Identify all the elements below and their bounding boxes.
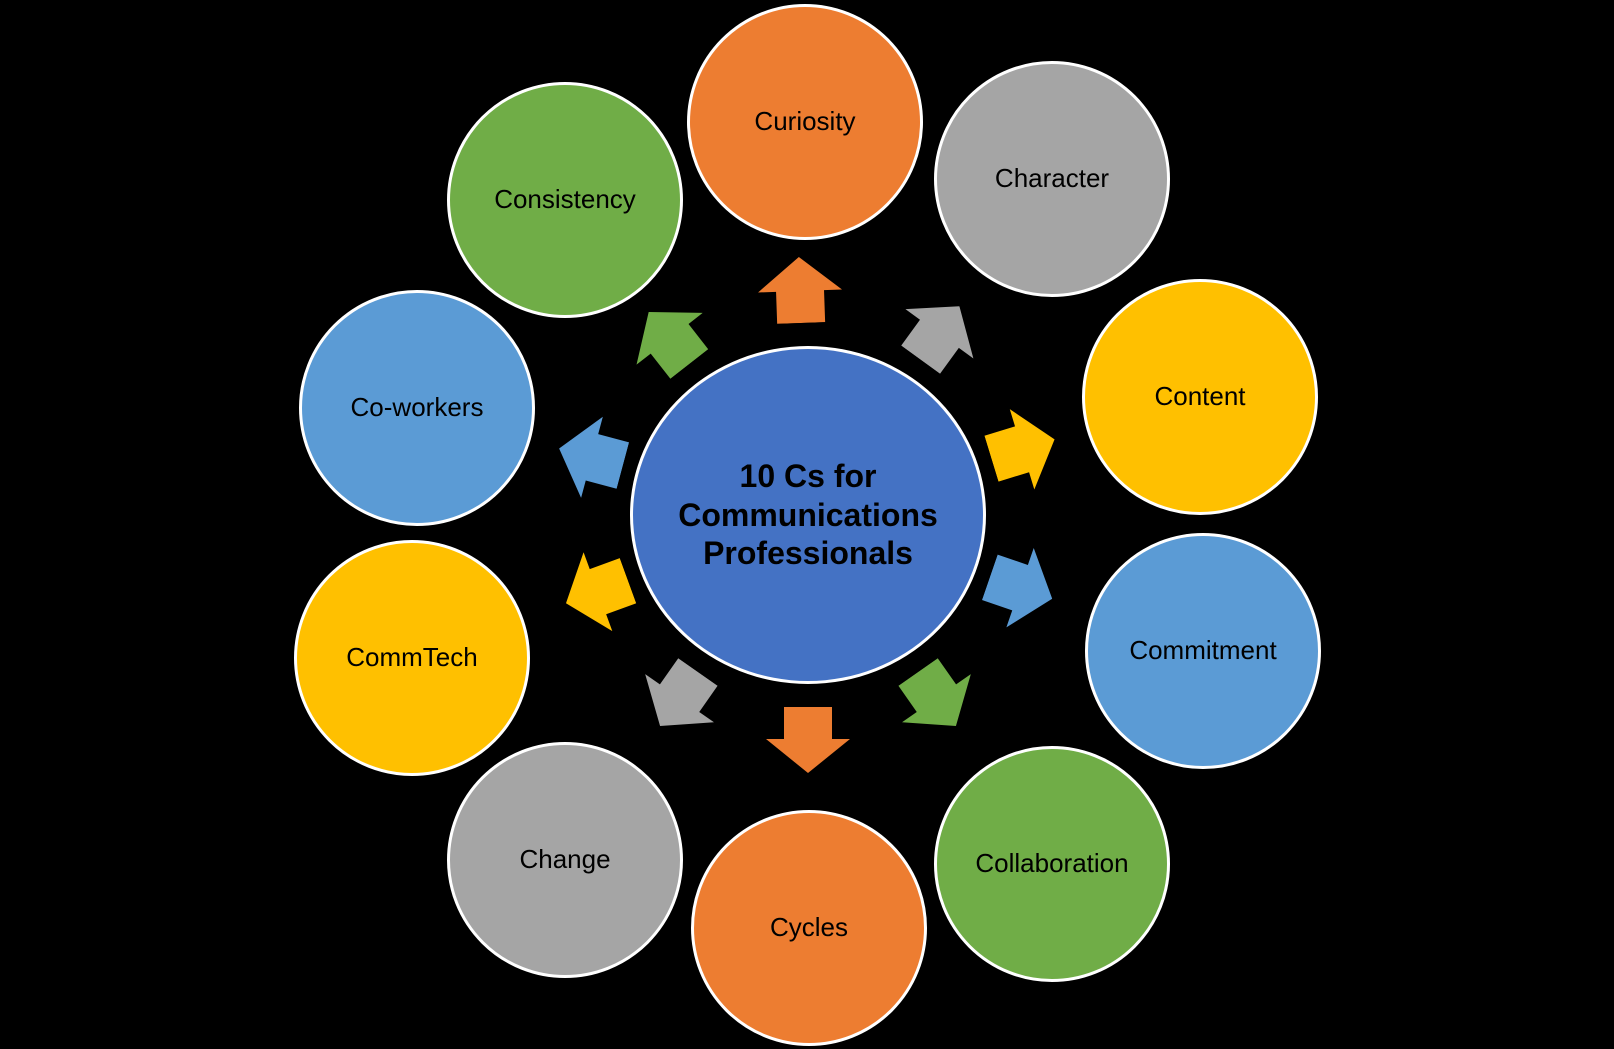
item-label: CommTech — [346, 642, 478, 673]
item-label: Content — [1154, 381, 1246, 412]
item-label: Cycles — [769, 912, 848, 943]
item-label: Character — [994, 163, 1110, 194]
item-label: Curiosity — [754, 106, 856, 137]
arrow-character-icon — [901, 306, 974, 374]
arrow-curiosity-icon — [758, 257, 843, 324]
item-circle-consistency: Consistency — [447, 82, 683, 318]
item-circle-commtech: CommTech — [294, 540, 530, 776]
center-circle: 10 Cs for Communications Professionals — [630, 346, 986, 684]
item-circle-co-workers: Co-workers — [299, 290, 535, 526]
arrow-cycles-icon — [766, 707, 850, 773]
item-circle-commitment: Commitment — [1085, 533, 1321, 769]
item-circle-collaboration: Collaboration — [934, 746, 1170, 982]
arrow-consistency-icon — [636, 311, 709, 379]
item-label: Collaboration — [975, 848, 1129, 879]
item-circle-content: Content — [1082, 279, 1318, 515]
item-circle-cycles: Cycles — [691, 810, 927, 1046]
item-circle-character: Character — [934, 61, 1170, 297]
item-label: Change — [519, 844, 611, 875]
arrow-commitment-icon — [981, 548, 1052, 628]
arrow-change-icon — [645, 658, 718, 727]
arrow-collaboration-icon — [898, 658, 971, 727]
item-label: Commitment — [1129, 635, 1277, 666]
arrow-content-icon — [984, 409, 1055, 490]
arrow-co-workers-icon — [558, 416, 629, 498]
arrow-commtech-icon — [565, 552, 636, 632]
item-label: Consistency — [494, 184, 636, 215]
item-label: Co-workers — [350, 392, 484, 423]
item-circle-change: Change — [447, 742, 683, 978]
center-title: 10 Cs for Communications Professionals — [678, 458, 938, 572]
item-circle-curiosity: Curiosity — [687, 4, 923, 240]
